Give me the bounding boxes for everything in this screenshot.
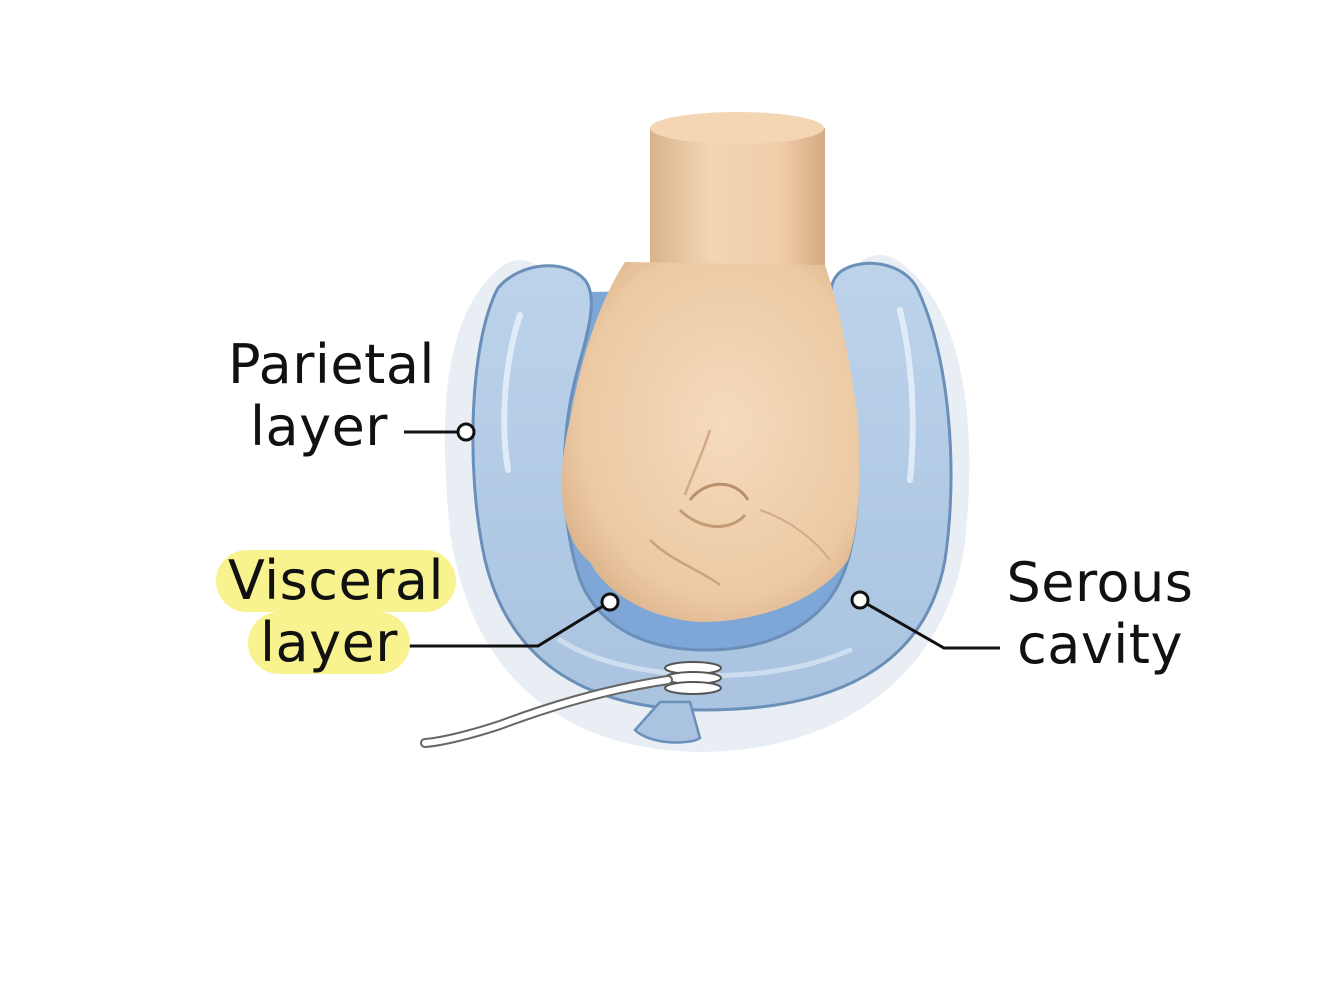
wrist <box>650 128 825 270</box>
serous-pin <box>850 590 870 610</box>
parietal-pin <box>456 422 476 442</box>
serous-leader <box>859 598 1000 650</box>
parietal-label-line1: Parietal <box>228 333 435 396</box>
visceral-label: Visceral layer <box>206 550 456 674</box>
fist-crease-4 <box>683 429 712 496</box>
serous-label-line2: cavity <box>1017 613 1183 676</box>
fist-crease-1 <box>688 482 750 501</box>
sac-highlight-right <box>897 307 916 483</box>
visceral-leader <box>404 601 609 648</box>
visceral-label-line2: layer <box>248 612 410 674</box>
fist <box>561 262 860 622</box>
visceral-label-line1: Visceral <box>215 550 456 612</box>
knot-coil-3 <box>664 681 722 695</box>
sac-highlight-left <box>501 312 523 473</box>
visceral-pin <box>600 592 620 612</box>
serous-label-line1: Serous <box>1006 551 1194 614</box>
parietal-label-line2: layer <box>250 395 388 458</box>
balloon-knot <box>633 700 702 744</box>
serous-label: Serous cavity <box>1000 552 1200 676</box>
string-inner <box>422 677 671 746</box>
fist-crease-2 <box>678 508 747 528</box>
fist-crease-3 <box>649 539 721 587</box>
wrist-top <box>650 112 824 144</box>
fist-crease-5 <box>759 509 831 561</box>
parietal-label: Parietal layer <box>228 333 435 458</box>
